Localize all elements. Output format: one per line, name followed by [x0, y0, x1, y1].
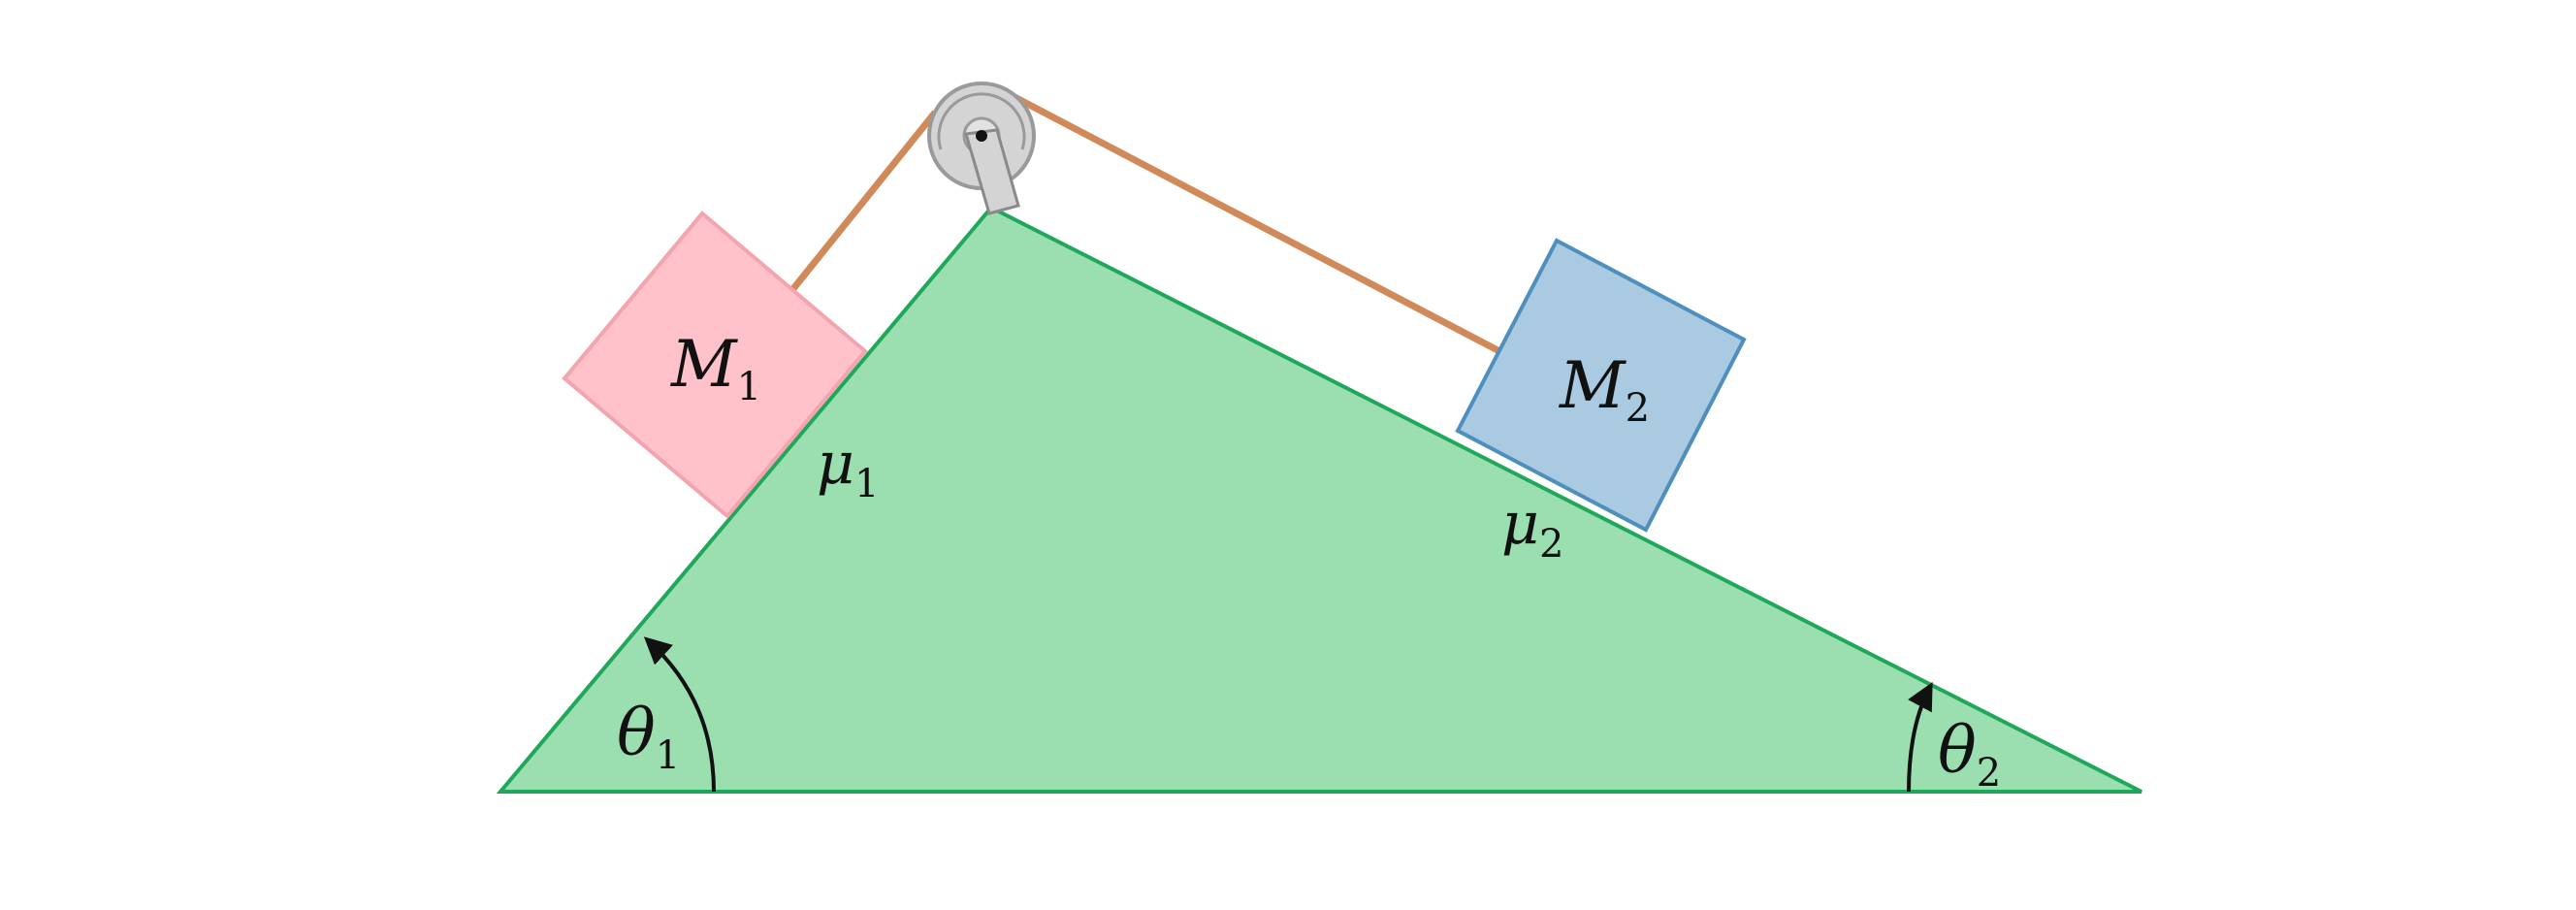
pulley-bracket: [964, 128, 1020, 215]
block-m2: [1455, 238, 1747, 533]
label-mu1: μ1: [817, 430, 879, 506]
theta2-angle-arrow: [1907, 682, 1933, 793]
label-theta2: θ2: [1938, 713, 2001, 796]
theta1-angle-arrow: [643, 636, 716, 793]
block-m1: [562, 211, 868, 519]
pulley-axle: [976, 130, 987, 142]
label-theta1: θ1: [617, 696, 680, 778]
incline-wedge: [496, 205, 2142, 794]
pulley-icon: [927, 81, 1036, 215]
rope-left: [789, 110, 938, 294]
label-mu2: μ2: [1501, 490, 1563, 567]
label-m1: M1: [670, 327, 761, 409]
rope-right: [1013, 93, 1501, 355]
label-m2: M2: [1559, 348, 1650, 431]
